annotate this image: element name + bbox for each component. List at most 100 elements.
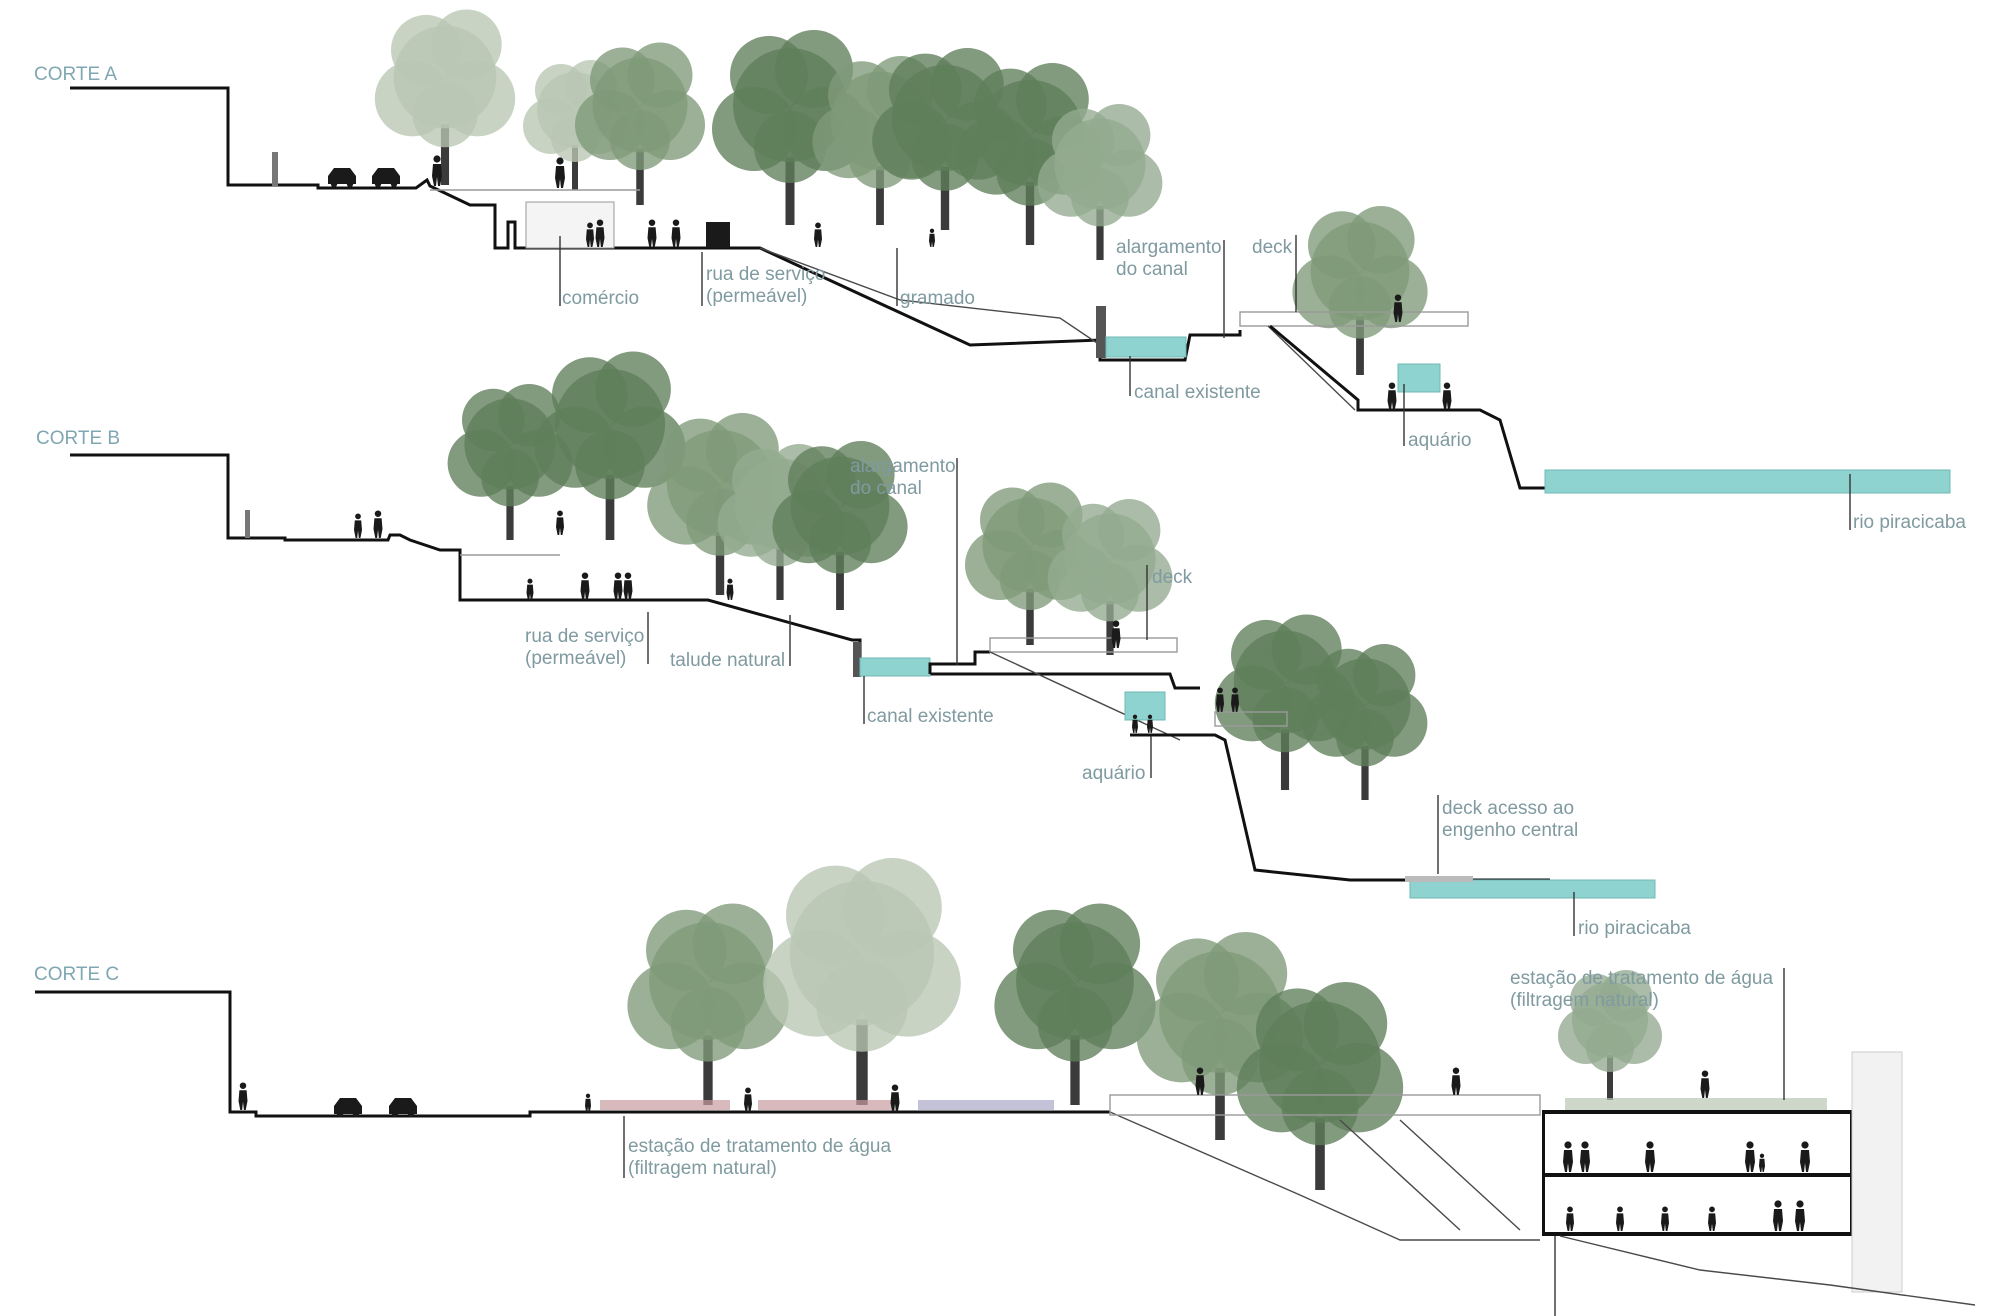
car-icon — [328, 168, 356, 188]
aquarium-a — [1397, 363, 1441, 393]
person-body — [1773, 1209, 1783, 1231]
tree-canopy — [1586, 1024, 1634, 1072]
person-head — [1132, 714, 1138, 719]
person-icon — [1700, 1070, 1710, 1098]
car-wheel — [330, 180, 338, 188]
tree-trunk — [856, 1019, 868, 1105]
person-head — [1452, 1067, 1460, 1074]
person-head — [1801, 1141, 1809, 1149]
person-body — [1132, 719, 1138, 733]
person-head — [1196, 1067, 1204, 1074]
person-head — [1746, 1141, 1754, 1149]
tree-icon — [374, 9, 516, 185]
canal-wall-b — [853, 642, 861, 677]
person-body — [1759, 1158, 1765, 1172]
person-body — [585, 1098, 591, 1112]
person-body — [1580, 1150, 1590, 1172]
person-body — [1745, 1150, 1755, 1172]
person-icon — [1616, 1206, 1624, 1231]
person-icon — [1580, 1141, 1590, 1172]
tree-icon — [1292, 206, 1428, 375]
car-body — [372, 168, 400, 184]
tree-trunk — [572, 145, 578, 190]
person-body — [1387, 390, 1397, 410]
person-icon — [1195, 1067, 1205, 1095]
section-c: CORTE C — [34, 858, 1976, 1316]
person-body — [1147, 719, 1153, 733]
person-body — [890, 1092, 900, 1112]
tree-icon — [575, 42, 705, 205]
person-body — [613, 580, 623, 600]
label-canal-existente-a: canal existente — [1134, 382, 1261, 403]
person-icon — [1661, 1206, 1669, 1231]
person-icon — [1645, 1141, 1655, 1172]
person-icon — [1708, 1206, 1716, 1231]
person-head — [355, 513, 361, 520]
tree-trunk — [1315, 1118, 1325, 1190]
canal-wall — [1096, 306, 1106, 358]
tree-canopy — [816, 960, 908, 1052]
section-b-title: CORTE B — [36, 428, 120, 449]
person-head — [556, 157, 564, 165]
person-icon — [1393, 294, 1403, 322]
tree-canopy — [1204, 932, 1288, 1016]
person-icon — [647, 219, 657, 247]
person-head — [1147, 714, 1153, 719]
treatment-building — [1542, 1051, 1903, 1316]
person-icon — [671, 219, 681, 247]
person-body — [1661, 1213, 1669, 1231]
tree-canopy — [575, 429, 645, 500]
person-body — [556, 517, 564, 535]
tree-trunk — [1096, 206, 1104, 260]
deck-a — [1239, 311, 1469, 327]
person-head — [727, 578, 733, 584]
tree-canopy — [1088, 104, 1151, 167]
car-icon — [389, 1098, 417, 1118]
person-body — [1393, 302, 1403, 322]
person-icon — [580, 572, 590, 600]
person-head — [745, 1087, 751, 1094]
person-icon — [1745, 1141, 1755, 1172]
deck-c — [1109, 1094, 1541, 1116]
label-deck-b: deck — [1152, 567, 1193, 588]
tree-icon — [994, 903, 1156, 1105]
river-a — [1544, 469, 1951, 494]
person-head — [614, 572, 622, 579]
car-icon — [372, 168, 400, 188]
tree-icon — [763, 858, 961, 1105]
label-comercio: comércio — [562, 288, 639, 309]
person-body — [580, 580, 590, 600]
person-body — [1616, 1213, 1624, 1231]
person-head — [1701, 1070, 1709, 1077]
tree-canopy — [627, 42, 693, 108]
person-body — [354, 520, 362, 538]
person-body — [1645, 1150, 1655, 1172]
label-rua-servico-b: rua de serviço(permeável) — [525, 626, 644, 669]
tree-canopy — [1037, 987, 1113, 1062]
person-head — [1112, 620, 1120, 627]
person-head — [648, 219, 656, 226]
car-body — [334, 1098, 362, 1114]
person-icon — [1566, 1206, 1574, 1231]
person-icon — [623, 572, 633, 600]
tree-icon — [1236, 982, 1404, 1190]
person-body — [1451, 1075, 1461, 1095]
person-icon — [1759, 1153, 1765, 1172]
section-c-figures — [238, 1067, 1810, 1231]
person-icon — [585, 1093, 591, 1112]
person-head — [587, 222, 593, 229]
tree-trunk — [1361, 746, 1369, 800]
tree-trunk — [876, 166, 884, 225]
person-body — [1795, 1209, 1805, 1231]
person-icon — [929, 228, 935, 247]
label-estacao-c-1: estação de tratamento de água(filtragem … — [628, 1136, 891, 1179]
tree-trunk — [440, 124, 450, 185]
label-rua-servico-a: rua de serviço(permeável) — [706, 264, 825, 307]
person-body — [1800, 1150, 1810, 1172]
tree-canopy — [692, 903, 774, 985]
tree-trunk — [1280, 729, 1290, 790]
person-icon — [1216, 687, 1224, 712]
tree-canopy — [431, 9, 502, 80]
person-head — [1774, 1200, 1782, 1208]
